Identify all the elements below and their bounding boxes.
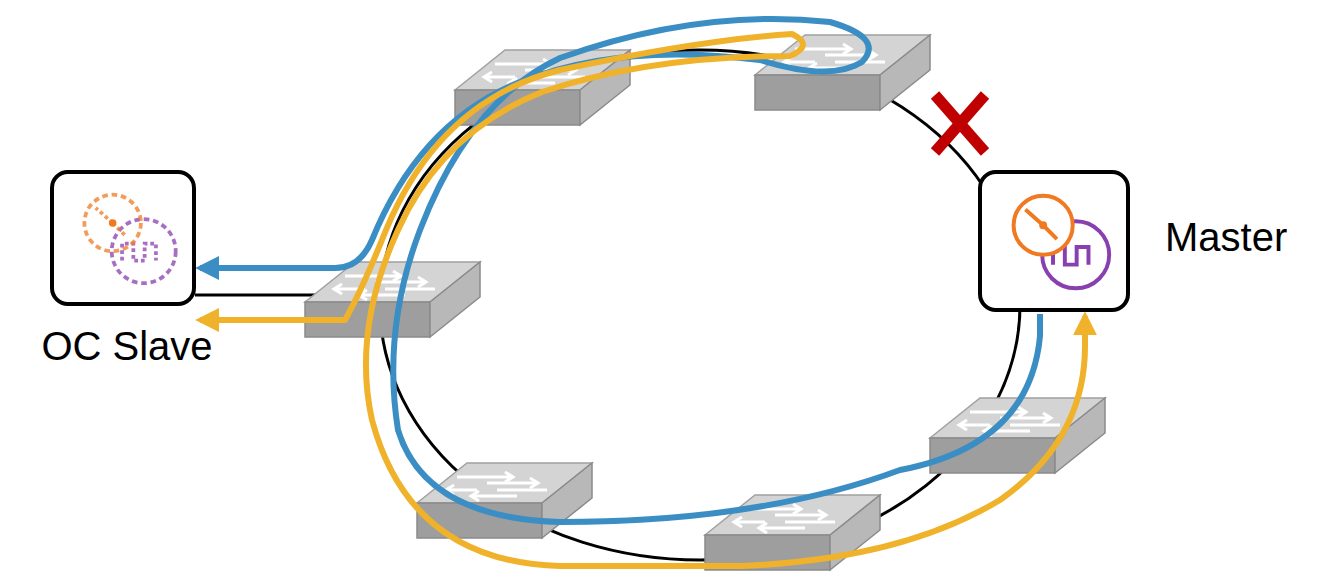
clock-node: Master [978,170,1130,312]
slave-clock-icon [54,174,192,302]
switch [417,463,592,538]
node-label: Master [1165,215,1287,259]
clock-node: OC Slave [50,170,196,306]
node-label: OC Slave [41,324,212,368]
link-failure-mark [935,95,985,152]
switch [305,262,480,337]
switch [930,398,1105,473]
sync-path-arrow [200,34,1085,566]
master-clock-icon [982,174,1126,308]
sync-path-arrow [200,19,1040,522]
switch [705,495,880,570]
